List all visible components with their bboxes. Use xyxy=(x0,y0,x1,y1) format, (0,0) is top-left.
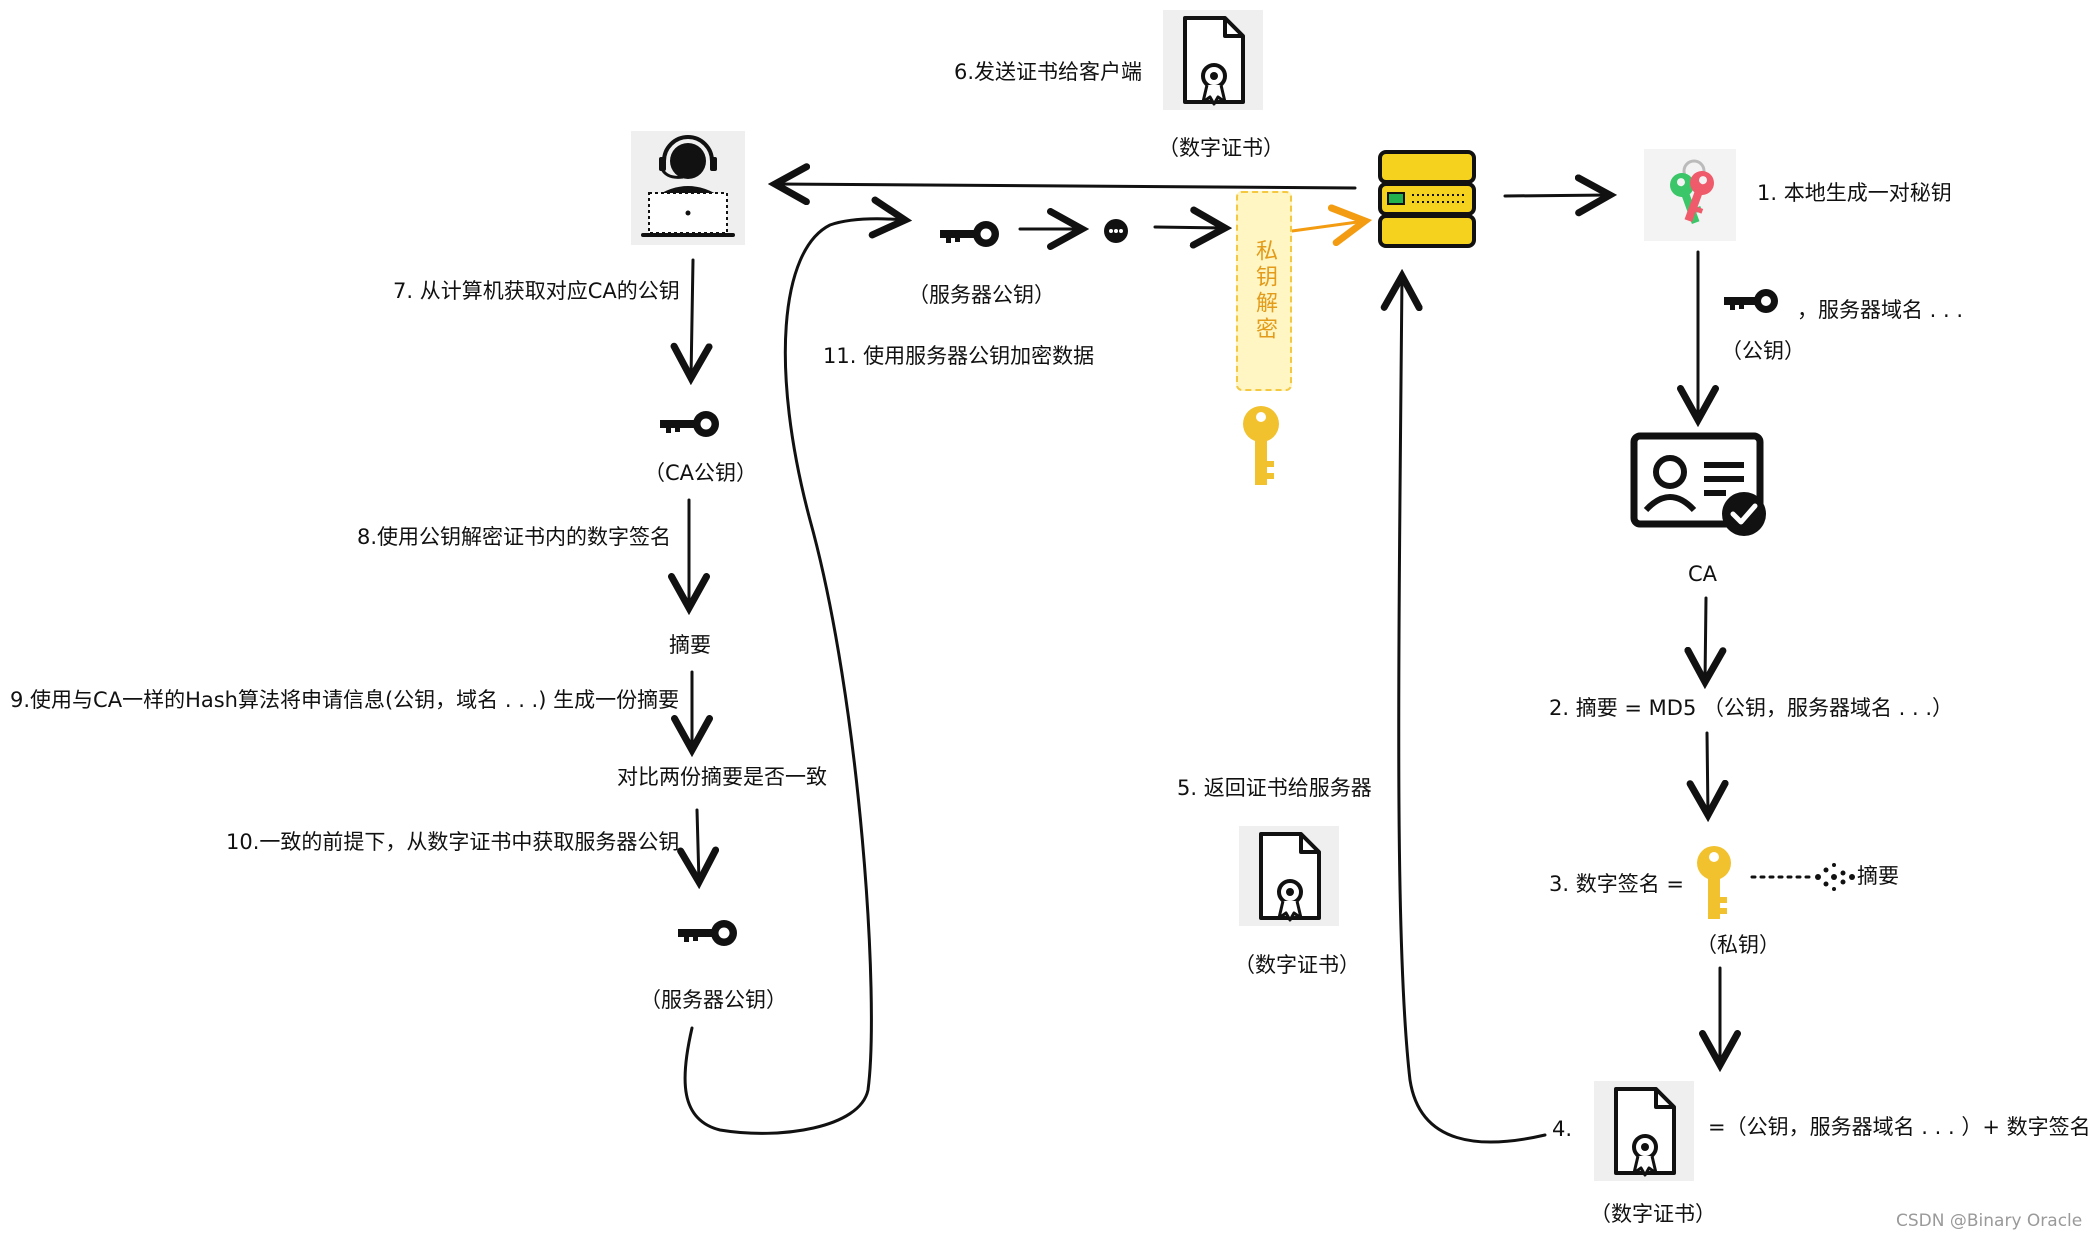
gold-key-icon xyxy=(1243,406,1279,485)
digest-label-left: 摘要 xyxy=(669,633,711,657)
digest-label-right: 摘要 xyxy=(1857,864,1899,888)
step3-label: 3. 数字签名 = xyxy=(1549,872,1684,896)
arrow-server-to-client xyxy=(775,184,1357,188)
ca-public-key-icon xyxy=(660,411,719,437)
arrow-compare-to-server-pubkey xyxy=(697,808,699,882)
ca-card-icon xyxy=(1630,432,1766,536)
arrow-step2-to-step3 xyxy=(1707,731,1708,815)
ca-label: CA xyxy=(1688,562,1718,586)
hash-spray-icon xyxy=(1815,863,1855,891)
step4-label: 4. xyxy=(1552,1117,1573,1141)
step10-label: 10.一致的前提下，从数字证书中获取服务器公钥 xyxy=(226,830,680,854)
server-public-key-label-left: （服务器公钥） xyxy=(640,988,787,1012)
certificate-label-6: （数字证书） xyxy=(1158,136,1284,160)
public-key-icon xyxy=(1724,289,1778,313)
key-pair-icon xyxy=(1670,159,1714,224)
private-key-icon xyxy=(1697,846,1731,919)
server-icon[interactable] xyxy=(1378,150,1476,248)
certificate-icon xyxy=(1183,16,1245,106)
message-icon xyxy=(1104,219,1128,243)
step8-label: 8.使用公钥解密证书内的数字签名 xyxy=(357,525,672,549)
private-key-decrypt-band: 私钥解密 xyxy=(1236,191,1292,391)
step11-label: 11. 使用服务器公钥加密数据 xyxy=(823,344,1095,368)
step4-formula: =（公钥，服务器域名 . . . ）+ 数字签名 xyxy=(1708,1115,2088,1139)
certificate-label-4: （数字证书） xyxy=(1590,1202,1716,1226)
arrow-message-to-band xyxy=(1153,227,1225,228)
compare-label: 对比两份摘要是否一致 xyxy=(617,765,827,789)
arrow-decrypt-to-server xyxy=(1290,221,1365,231)
arrow-server-to-keypair xyxy=(1503,195,1610,196)
server-public-key-label-top: （服务器公钥） xyxy=(908,283,1055,307)
step1-label: 1. 本地生成一对秘钥 xyxy=(1757,181,1952,205)
private-key-label: （私钥） xyxy=(1696,933,1780,957)
decrypt-label: 私钥解密 xyxy=(1252,239,1277,343)
arrow-loop-to-encrypt xyxy=(683,219,905,1135)
server-public-key-icon-left xyxy=(678,920,737,946)
arrow-cert-to-server xyxy=(1399,276,1547,1144)
certificate-label-5: （数字证书） xyxy=(1234,953,1360,977)
ca-public-key-label: （CA公钥） xyxy=(644,461,758,485)
step2-label: 2. 摘要 = MD5 （公钥，服务器域名 . . .） xyxy=(1549,696,1954,720)
public-key-label: （公钥） xyxy=(1721,339,1805,363)
certificate-icon xyxy=(1614,1087,1676,1177)
arrow-client-to-ca-pubkey xyxy=(691,258,693,378)
step6-label: 6.发送证书给客户端 xyxy=(954,60,1143,84)
certificate-icon xyxy=(1259,832,1321,922)
step5-label: 5. 返回证书给服务器 xyxy=(1177,776,1372,800)
step9-label: 9.使用与CA一样的Hash算法将申请信息(公钥，域名 . . .) 生成一份摘… xyxy=(10,688,680,712)
keypair-tile xyxy=(1644,149,1736,241)
step7-label: 7. 从计算机获取对应CA的公钥 xyxy=(393,279,680,303)
watermark: CSDN @Binary Oracle xyxy=(1896,1211,2083,1231)
client-agent-icon[interactable] xyxy=(631,131,745,245)
public-key-domain-label: ，服务器域名 . . . xyxy=(1797,298,1964,322)
arrow-ca-to-step2 xyxy=(1705,596,1706,682)
server-public-key-icon xyxy=(940,221,999,247)
